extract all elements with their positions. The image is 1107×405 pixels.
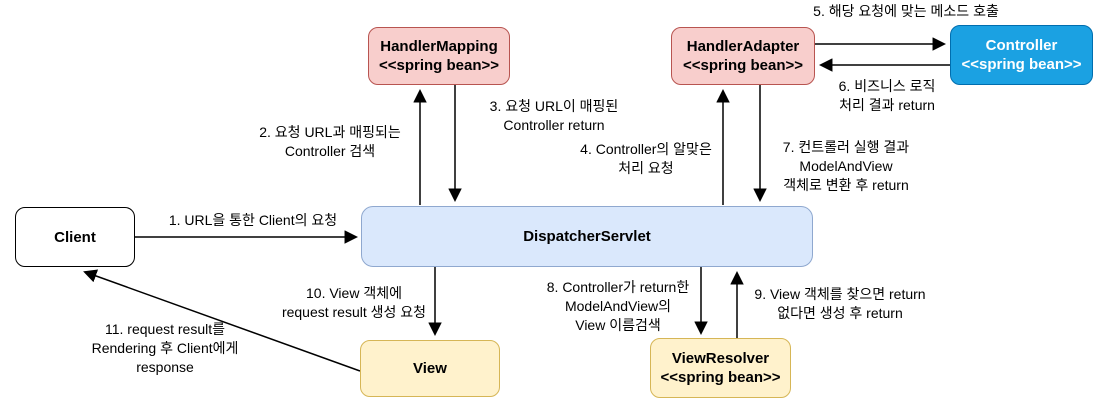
- node-handler-adapter: HandlerAdapter <<spring bean>>: [671, 27, 815, 85]
- edge-label-step8: 8. Controller가 return한 ModelAndView의 Vie…: [546, 279, 690, 333]
- edge-label-step1: 1. URL을 통한 Client의 요청: [168, 212, 338, 228]
- node-controller: Controller <<spring bean>>: [950, 25, 1093, 85]
- node-view-resolver-stereotype: <<spring bean>>: [660, 369, 781, 386]
- node-view-resolver: ViewResolver <<spring bean>>: [650, 338, 791, 398]
- edge-label-step4: 4. Controller의 알맞은 처리 요청: [580, 141, 712, 176]
- node-controller-stereotype: <<spring bean>>: [961, 56, 1082, 73]
- node-dispatcher-servlet: DispatcherServlet: [361, 206, 813, 267]
- node-handler-mapping: HandlerMapping <<spring bean>>: [368, 27, 510, 85]
- node-handler-mapping-stereotype: <<spring bean>>: [378, 57, 500, 74]
- node-handler-adapter-title: HandlerAdapter: [686, 38, 800, 55]
- node-view-resolver-title: ViewResolver: [671, 350, 770, 367]
- edge-label-step11: 11. request result를 Rendering 후 Client에게…: [91, 321, 239, 375]
- edge-label-step3: 3. 요청 URL이 매핑된 Controller return: [489, 98, 619, 133]
- node-client-title: Client: [54, 228, 96, 246]
- node-view-title: View: [413, 360, 447, 377]
- edge-label-step7: 7. 컨트롤러 실행 결과 ModelAndView 객체로 변환 후 retu…: [782, 139, 910, 193]
- node-handler-adapter-stereotype: <<spring bean>>: [682, 57, 804, 74]
- node-dispatcher-servlet-title: DispatcherServlet: [523, 228, 651, 245]
- edge-label-step9: 9. View 객체를 찾으면 return 없다면 생성 후 return: [754, 286, 926, 321]
- node-view: View: [360, 340, 500, 397]
- edge-label-step2: 2. 요청 URL과 매핑되는 Controller 검색: [259, 124, 401, 159]
- edge-label-step6: 6. 비즈니스 로직 처리 결과 return: [838, 78, 936, 113]
- edge-label-step5: 5. 해당 요청에 맞는 메소드 호출: [813, 3, 999, 19]
- edge-label-step10: 10. View 객체에 request result 생성 요청: [281, 285, 427, 320]
- node-controller-title: Controller: [985, 37, 1058, 54]
- node-handler-mapping-title: HandlerMapping: [380, 38, 498, 55]
- node-client: Client: [15, 207, 135, 267]
